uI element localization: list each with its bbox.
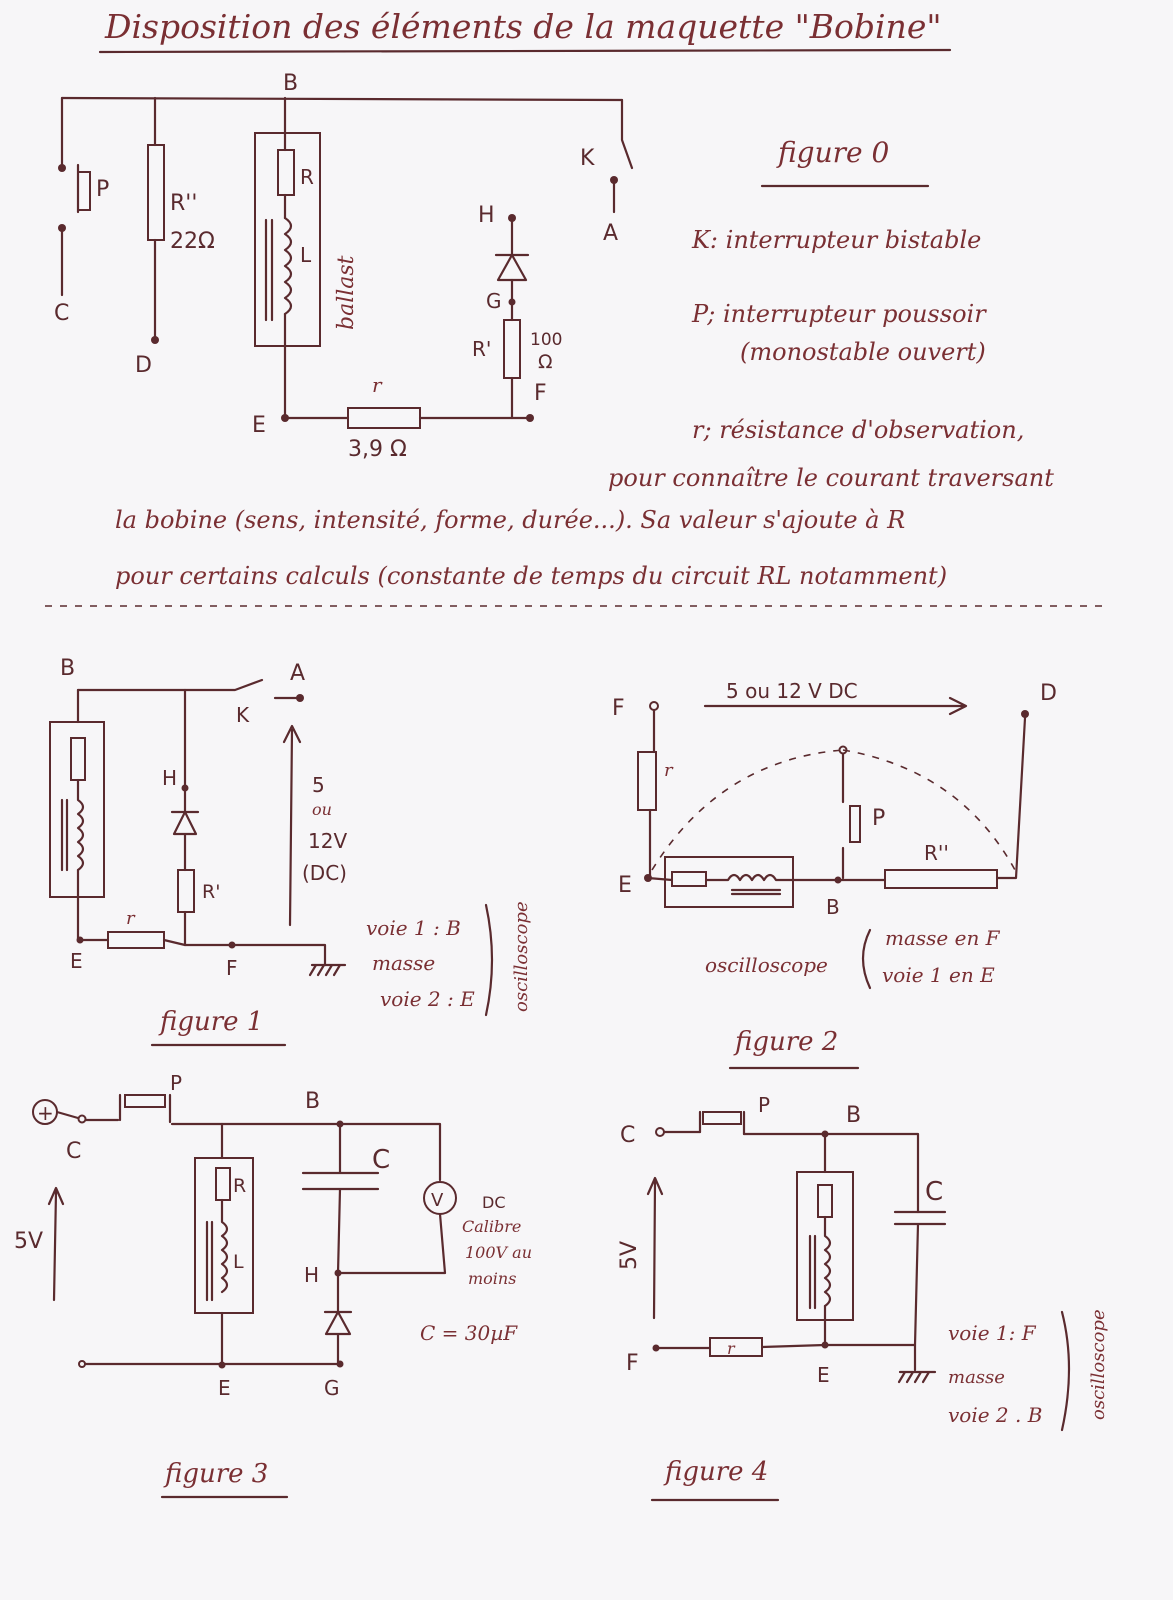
fig0-label-E: E [252, 413, 266, 438]
fig3-label-volt: 5V [14, 1229, 43, 1254]
figure-4: C P B E C F r 5V voie 1: F masse [617, 1093, 1109, 1502]
fig1-label-B: B [60, 656, 75, 681]
fig2-label-E: E [618, 873, 632, 898]
fig3-label-P: P [170, 1071, 182, 1095]
fig1-voltage-4: (DC) [302, 861, 347, 885]
fig3-cap-value: C = 30µF [420, 1321, 518, 1345]
fig4-scope-ground: masse [948, 1367, 1005, 1388]
fig3-label-H: H [304, 1263, 319, 1287]
fig2-label-Rpp: R'' [924, 841, 949, 865]
fig2-supply: 5 ou 12 V DC [726, 679, 858, 703]
fig0-label-Rpp: R'' [170, 191, 197, 216]
figure-2: F 5 ou 12 V DC D r E B R'' P osci [612, 679, 1057, 1070]
fig0-note-line2: pour certains calculs (constante de temp… [115, 562, 947, 590]
fig3-meter-line3: 100V au [465, 1243, 532, 1262]
fig3-label-plus: + [37, 1101, 54, 1125]
fig3-meter-line2: Calibre [462, 1217, 521, 1236]
fig1-voltage-2: ou [312, 800, 332, 819]
fig1-scope-channel1: voie 1 : B [366, 916, 461, 940]
fig4-label-P: P [758, 1093, 770, 1117]
fig2-scope-ground: masse en F [885, 926, 1001, 950]
fig0-legend-P: P; interrupteur poussoir [691, 300, 987, 328]
fig2-label-F: F [612, 696, 625, 721]
fig2-label-B: B [826, 895, 840, 919]
fig0-label-F: F [534, 381, 547, 406]
fig0-label-K: K [580, 146, 595, 171]
figure-0: B P C R'' 22Ω D R L ballast E [45, 71, 1105, 607]
fig0-legend-r: r; résistance d'observation, [692, 416, 1024, 444]
fig4-scope-channel2: voie 2 . B [948, 1403, 1042, 1427]
fig1-label-E: E [70, 949, 83, 973]
fig0-note-line1: la bobine (sens, intensité, forme, durée… [115, 506, 905, 534]
fig3-label-E: E [218, 1376, 231, 1400]
fig3-label-B: B [305, 1089, 320, 1114]
fig4-scope-label: oscilloscope [1088, 1309, 1109, 1420]
fig0-legend-r-detail: pour connaître le courant traversant [608, 464, 1054, 492]
fig1-label-H: H [162, 766, 177, 790]
fig2-caption: figure 2 [733, 1027, 838, 1057]
fig1-label-F: F [226, 956, 238, 980]
fig3-label-G: G [324, 1376, 340, 1400]
figure-1: B A K E H R' r F 5 ou 12V (DC) [49, 656, 532, 1047]
fig1-scope-label: oscilloscope [511, 901, 532, 1012]
fig0-label-r-value: 3,9 Ω [348, 437, 407, 462]
fig1-scope-channel2: voie 2 : E [380, 987, 475, 1011]
fig0-label-ballast: ballast [334, 255, 359, 330]
fig2-label-P: P [872, 806, 885, 831]
fig4-scope-channel1: voie 1: F [948, 1321, 1037, 1345]
fig0-label-P: P [96, 177, 109, 202]
fig4-label-r: r [727, 1339, 736, 1358]
fig2-scope-label: oscilloscope [705, 953, 828, 977]
fig1-label-K: K [236, 703, 250, 727]
fig4-caption: figure 4 [663, 1457, 768, 1487]
fig4-label-cap: C [925, 1177, 943, 1207]
fig0-label-Rp: R' [472, 337, 491, 361]
fig0-label-G: G [486, 289, 502, 313]
fig1-caption: figure 1 [158, 1007, 263, 1037]
fig0-caption: figure 0 [776, 136, 889, 169]
fig3-label-cap: C [372, 1145, 390, 1175]
fig4-label-B: B [846, 1103, 861, 1128]
fig0-label-r: r [372, 373, 383, 397]
fig3-label-V: V [431, 1190, 444, 1211]
fig0-legend-P-detail: (monostable ouvert) [740, 338, 986, 366]
fig1-label-r: r [126, 908, 136, 929]
page-title: Disposition des éléments de la maquette … [104, 7, 942, 46]
fig4-label-volt: 5V [617, 1241, 642, 1270]
fig4-label-E: E [817, 1363, 830, 1387]
fig0-label-B: B [283, 71, 298, 96]
fig0-label-L: L [300, 243, 312, 267]
fig0-label-A: A [603, 221, 618, 246]
fig0-label-Rpp-value: 22Ω [170, 229, 215, 254]
fig1-voltage-3: 12V [308, 829, 347, 853]
fig0-label-D: D [135, 353, 152, 378]
fig0-label-C: C [54, 301, 69, 326]
fig0-label-Rp-value-1: 100 [530, 330, 562, 350]
figure-3: + C P B R L E C H G V DC [14, 1071, 532, 1499]
fig0-label-Rp-value-2: Ω [538, 351, 553, 373]
fig0-label-R: R [300, 165, 314, 189]
fig3-meter-line4: moins [468, 1269, 516, 1288]
fig4-label-C: C [620, 1123, 635, 1148]
fig1-label-A: A [290, 661, 305, 686]
fig4-label-F: F [626, 1351, 639, 1376]
fig1-label-Rp: R' [202, 881, 220, 903]
fig0-legend-K: K: interrupteur bistable [691, 226, 981, 254]
fig3-caption: figure 3 [163, 1459, 268, 1489]
fig3-meter-line1: DC [482, 1193, 506, 1212]
fig2-label-r: r [664, 760, 674, 781]
fig3-label-R: R [233, 1175, 246, 1197]
fig3-label-L: L [233, 1251, 244, 1273]
fig0-label-H: H [478, 203, 495, 228]
fig2-label-D: D [1040, 681, 1057, 706]
fig2-scope-channel1: voie 1 en E [882, 963, 995, 987]
fig1-scope-ground: masse [372, 951, 435, 975]
fig3-label-C: C [66, 1139, 81, 1164]
fig1-voltage-1: 5 [312, 773, 325, 797]
